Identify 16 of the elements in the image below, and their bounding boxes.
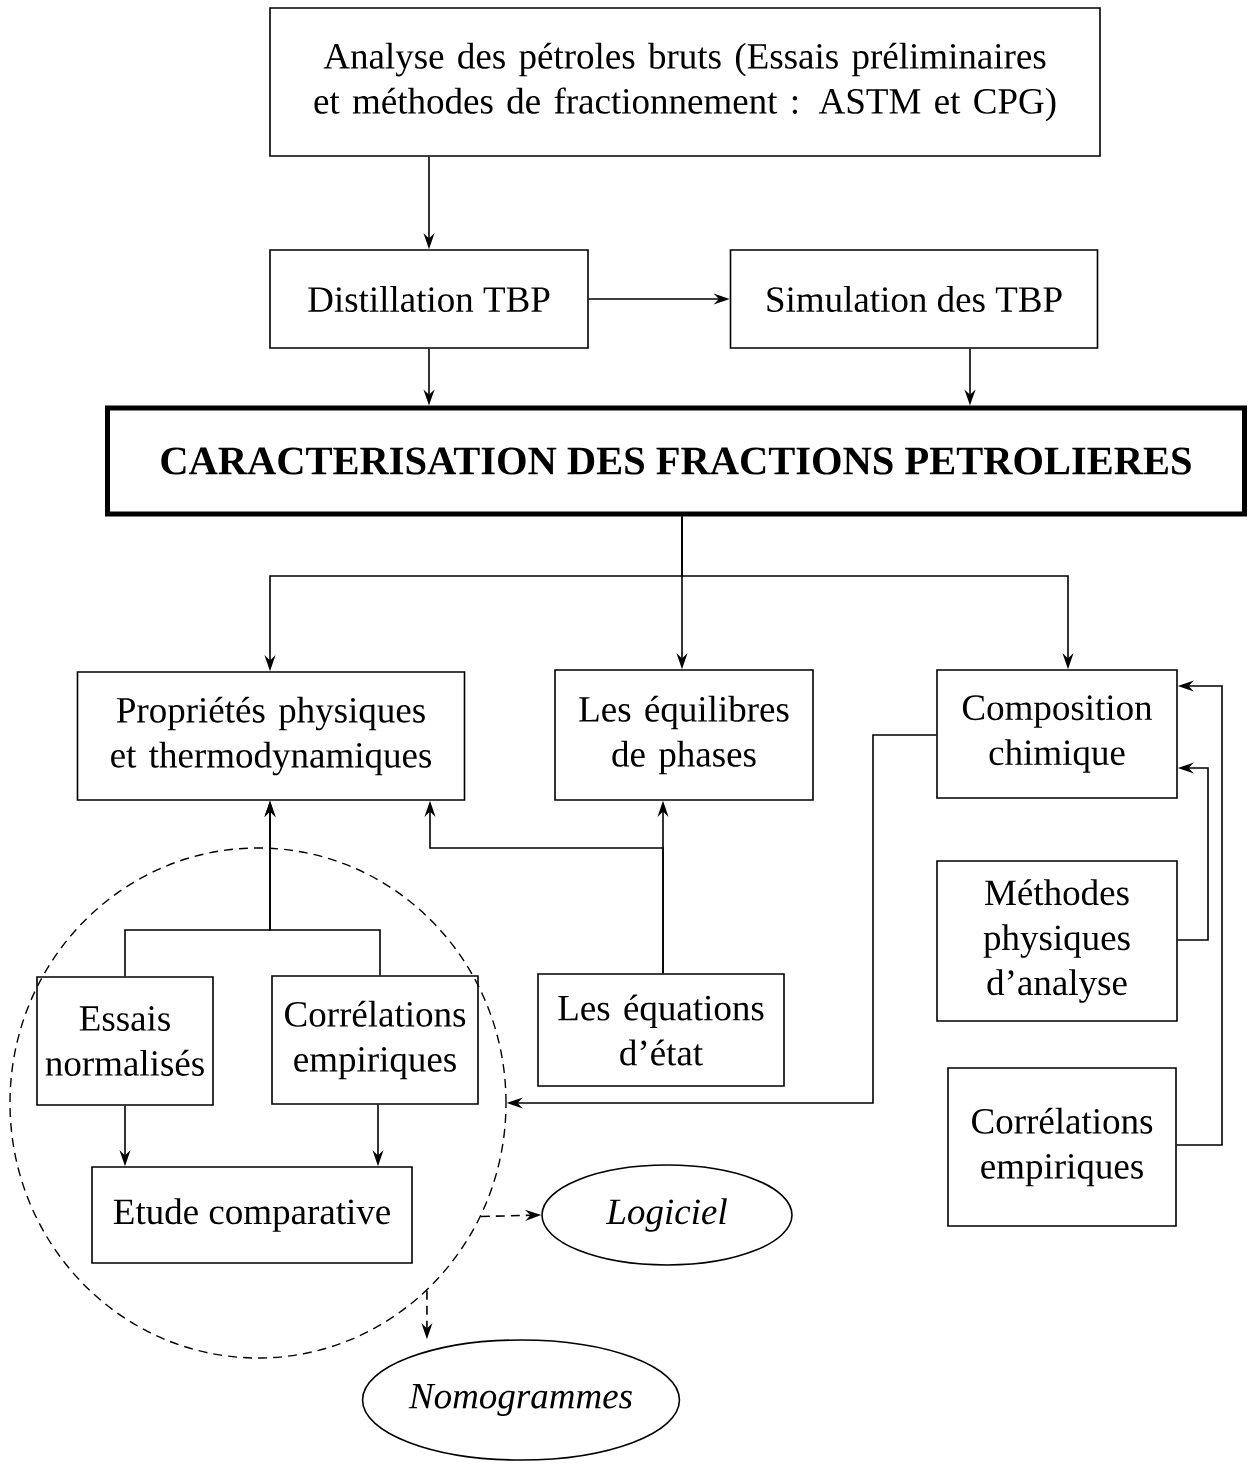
process-box: Distillation TBP [269, 249, 589, 349]
oval: Logiciel [541, 1164, 793, 1266]
dashed-circle [9, 847, 507, 1359]
process-box: Les équations d’état [537, 973, 785, 1087]
process-box: Analyse des pétroles bruts (Essais préliminaires et méthodes de fractionnement : ASTM et CPG) [269, 7, 1101, 157]
oval: Nomogrammes [361, 1339, 681, 1461]
process-box: Simulation des TBP [729, 249, 1099, 349]
process-box: Méthodes physiques d’analyse [936, 860, 1178, 1022]
title-box: CARACTERISATION DES FRACTIONS PETROLIERES [105, 405, 1247, 517]
process-box: Composition chimique [936, 669, 1178, 799]
process-box: Propriétés physiques et thermodynamiques [76, 671, 466, 801]
process-box: Essais normalisés [36, 976, 214, 1106]
process-box: Etude comparative [91, 1166, 413, 1264]
process-box: Les équilibres de phases [554, 669, 814, 801]
process-box: Corrélations empiriques [947, 1067, 1177, 1227]
process-box: Corrélations empiriques [271, 975, 479, 1105]
